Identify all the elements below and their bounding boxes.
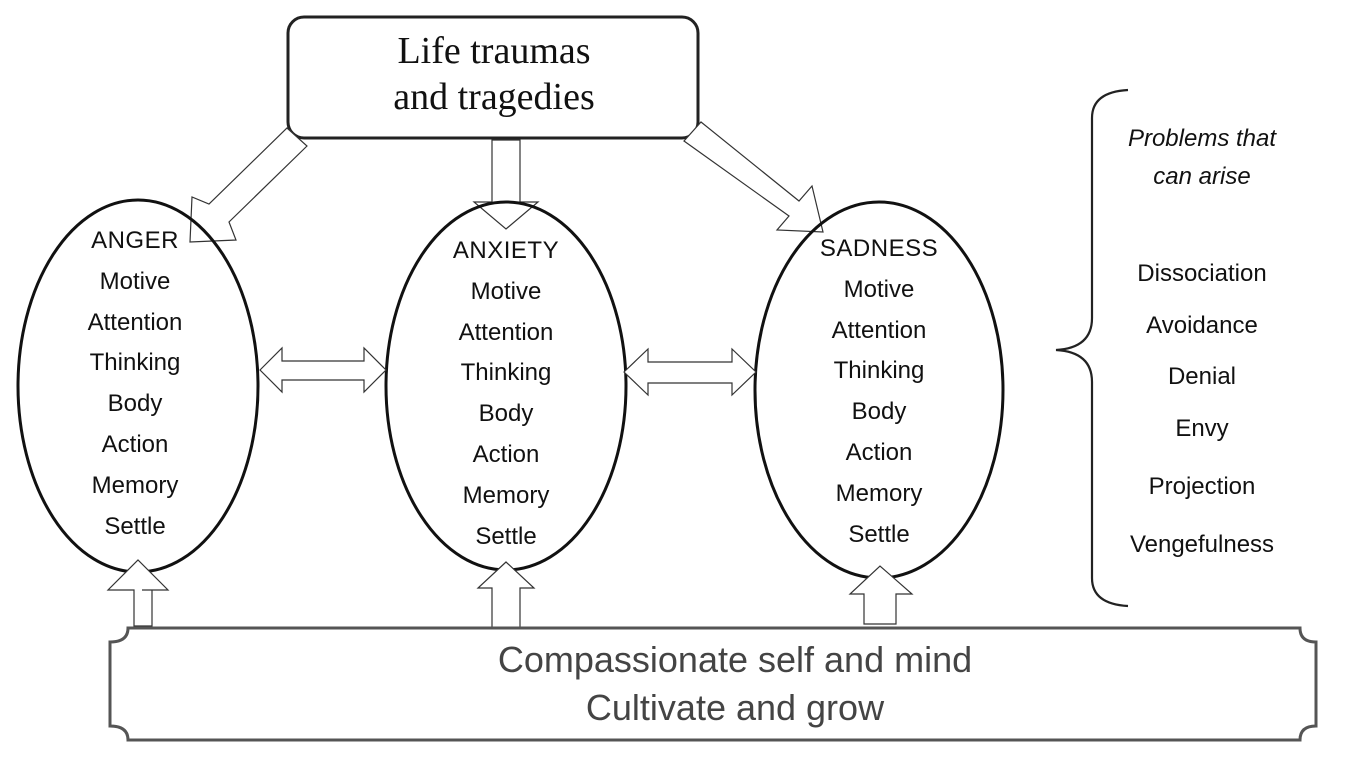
- top-box-title: Life traumas and tragedies: [290, 28, 698, 120]
- arrow-bottom-to-anger: [106, 559, 170, 627]
- arrow-bottom-to-sadness: [848, 565, 914, 625]
- emotion-item: Memory: [835, 479, 923, 507]
- bottom-box: [108, 626, 1318, 742]
- problem-item: Dissociation: [1137, 260, 1267, 287]
- emotion-item: Motive: [99, 267, 171, 295]
- problem-item: Denial: [1167, 363, 1237, 390]
- emotion-item: Memory: [462, 481, 550, 509]
- double-arrow-anger-anxiety: [259, 346, 387, 394]
- emotion-item: Memory: [91, 471, 179, 499]
- emotion-item: Body: [107, 390, 163, 418]
- emotion-item: Settle: [475, 522, 537, 550]
- emotion-title: SADNESS: [819, 235, 939, 262]
- top-box-line2: and tragedies: [393, 76, 595, 118]
- emotion-title: ANGER: [91, 227, 179, 254]
- problem-item: Vengefulness: [1129, 531, 1275, 558]
- problem-item: Envy: [1175, 415, 1229, 442]
- arrow-top-to-anxiety: [472, 139, 540, 230]
- emotion-item: Thinking: [460, 359, 552, 387]
- problem-item: Avoidance: [1146, 312, 1258, 339]
- problems-heading-line2: can arise: [1153, 163, 1251, 190]
- emotion-sadness: SADNESS Motive Attention Thinking Body A…: [799, 229, 959, 555]
- bottom-box-text: Compassionate self and mind Cultivate an…: [110, 636, 1346, 732]
- emotion-item: Attention: [87, 308, 183, 336]
- emotion-item: Motive: [843, 275, 915, 303]
- problems-heading-line1: Problems that: [1127, 125, 1277, 152]
- top-box: [286, 15, 700, 140]
- problem-item: Projection: [1148, 473, 1256, 500]
- emotion-item: Settle: [848, 520, 910, 548]
- emotion-item: Body: [851, 398, 907, 426]
- emotion-item: Settle: [104, 512, 166, 540]
- arrow-top-to-sadness: [683, 121, 824, 233]
- emotion-item: Thinking: [833, 357, 925, 385]
- emotion-item: Body: [478, 400, 534, 428]
- double-arrow-anxiety-sadness: [623, 347, 757, 397]
- arrow-bottom-to-anxiety: [476, 561, 536, 629]
- bottom-box-line1: Compassionate self and mind: [497, 639, 973, 680]
- emotion-item: Action: [472, 440, 540, 468]
- emotion-anxiety: ANXIETY Motive Attention Thinking Body A…: [426, 231, 586, 557]
- problems-brace: [1055, 88, 1129, 608]
- bottom-box-line2: Cultivate and grow: [585, 687, 885, 728]
- emotion-item: Attention: [458, 318, 554, 346]
- emotion-item: Attention: [831, 316, 927, 344]
- top-box-line1: Life traumas: [397, 30, 591, 72]
- emotion-anger: ANGER Motive Attention Thinking Body Act…: [60, 221, 210, 547]
- emotion-item: Thinking: [89, 349, 181, 377]
- emotion-item: Action: [845, 438, 913, 466]
- emotion-title: ANXIETY: [452, 237, 560, 264]
- emotion-item: Action: [101, 430, 169, 458]
- problems-heading: Problems that can arise: [1090, 120, 1314, 196]
- emotion-item: Motive: [470, 277, 542, 305]
